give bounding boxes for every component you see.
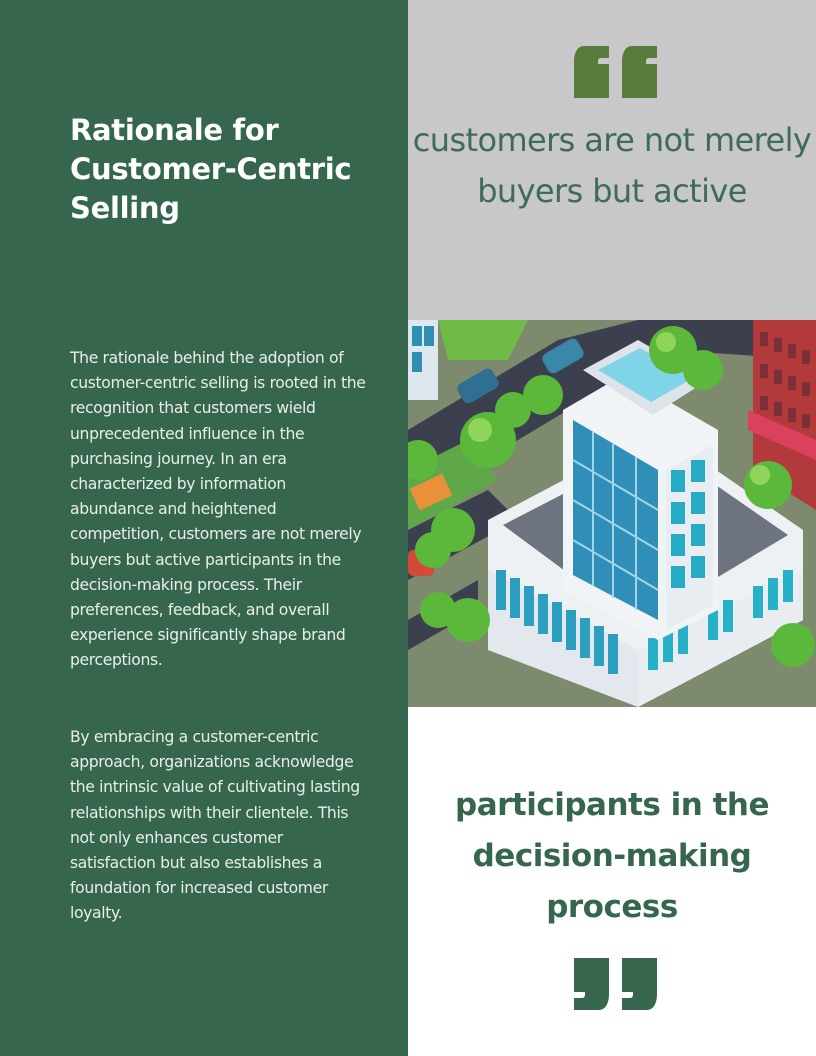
pull-quote-bottom-panel: participants in the decision-making proc… [408, 707, 816, 1056]
city-building-illustration [408, 320, 816, 707]
page-title: Rationale for Customer-Centric Selling [70, 113, 352, 225]
pull-quote-top-panel: customers are not merely buyers but acti… [408, 0, 816, 320]
pull-quote-bottom-text: participants in the decision-making proc… [455, 787, 770, 925]
left-panel: Rationale for Customer-Centric Selling T… [0, 0, 408, 1056]
isometric-city-image [408, 320, 816, 707]
body-paragraph-2: By embracing a customer-centric approach… [70, 728, 360, 923]
pull-quote-top-text: customers are not merely buyers but acti… [412, 121, 812, 210]
close-quote-icon [574, 958, 657, 1010]
open-quote-icon [574, 46, 657, 98]
body-paragraph-1: The rationale behind the adoption of cus… [70, 349, 366, 670]
